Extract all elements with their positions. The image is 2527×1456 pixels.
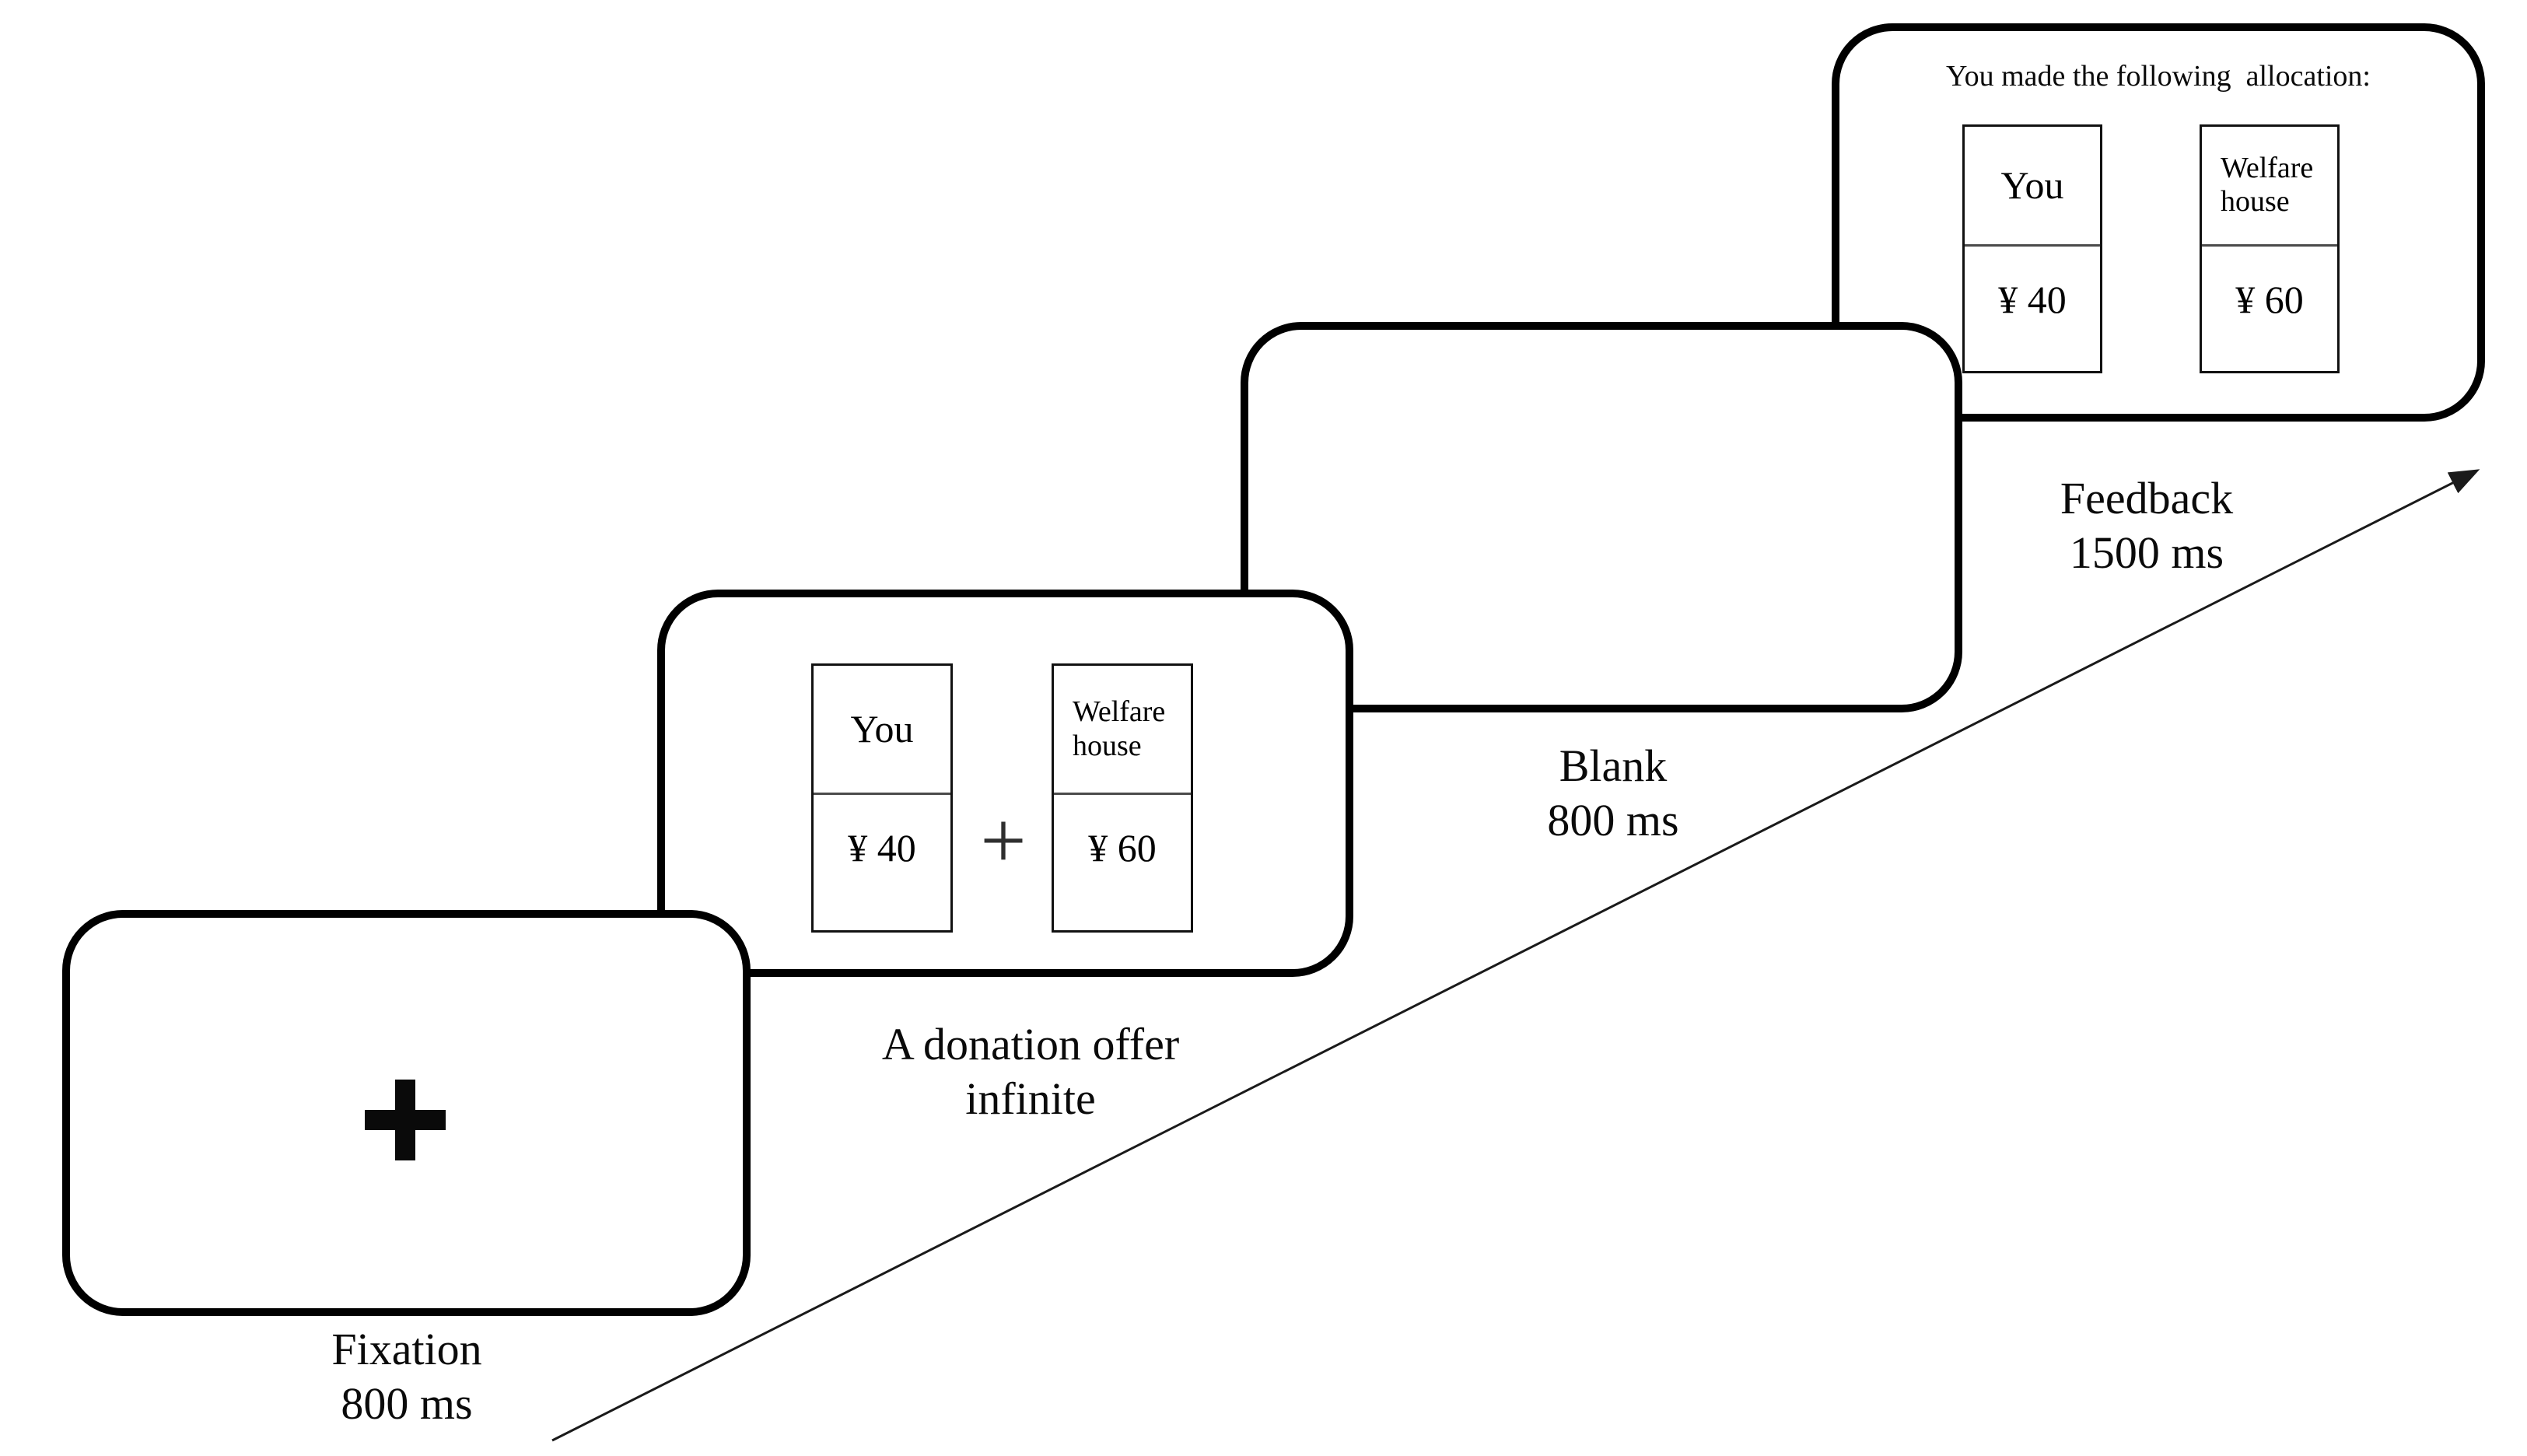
blank-caption-name: Blank [1559, 740, 1668, 791]
offer-you-amount: ¥ 40 [848, 826, 916, 870]
fixation-caption-duration: 800 ms [341, 1377, 473, 1429]
blank-caption-duration: 800 ms [1547, 794, 1679, 845]
feedback-you-box: You ¥ 40 [1962, 124, 2102, 373]
offer-you-box-divider [814, 793, 950, 796]
fixation-cross-vertical-bar [395, 1080, 415, 1160]
offer-caption-duration: infinite [965, 1073, 1096, 1124]
feedback-caption-duration: 1500 ms [2069, 527, 2224, 578]
offer-welfare-box-divider [1054, 793, 1191, 796]
feedback-caption-name: Feedback [2060, 473, 2234, 523]
feedback-caption: Feedback 1500 ms [1944, 471, 2349, 579]
blank-screen [1241, 322, 1962, 712]
fixation-screen [62, 910, 751, 1316]
feedback-welfare-label: Welfare house [2221, 151, 2314, 219]
timeline-arrow-line [551, 469, 2480, 1442]
offer-you-label: You [850, 706, 914, 751]
feedback-welfare-amount: ¥ 60 [2235, 277, 2304, 321]
feedback-you-box-divider [1965, 243, 2100, 247]
offer-you-box: You ¥ 40 [811, 663, 953, 933]
feedback-you-label: You [2000, 163, 2064, 207]
feedback-you-amount: ¥ 40 [1998, 277, 2067, 321]
fixation-caption: Fixation 800 ms [205, 1322, 609, 1430]
offer-caption: A donation offer infinite [828, 1017, 1233, 1125]
fixation-caption-name: Fixation [331, 1324, 482, 1374]
offer-caption-name: A donation offer [881, 1019, 1180, 1069]
offer-welfare-label: Welfare house [1073, 695, 1166, 762]
blank-caption: Blank 800 ms [1411, 739, 1815, 847]
offer-welfare-amount: ¥ 60 [1088, 826, 1157, 870]
offer-welfare-box: Welfare house ¥ 60 [1052, 663, 1193, 933]
feedback-welfare-box: Welfare house ¥ 60 [2200, 124, 2340, 373]
plus-separator: + [980, 795, 1027, 886]
feedback-header-text: You made the following allocation: [1945, 60, 2371, 93]
feedback-welfare-box-divider [2202, 243, 2337, 247]
donation-offer-screen: You ¥ 40 + Welfare house ¥ 60 [657, 590, 1353, 977]
